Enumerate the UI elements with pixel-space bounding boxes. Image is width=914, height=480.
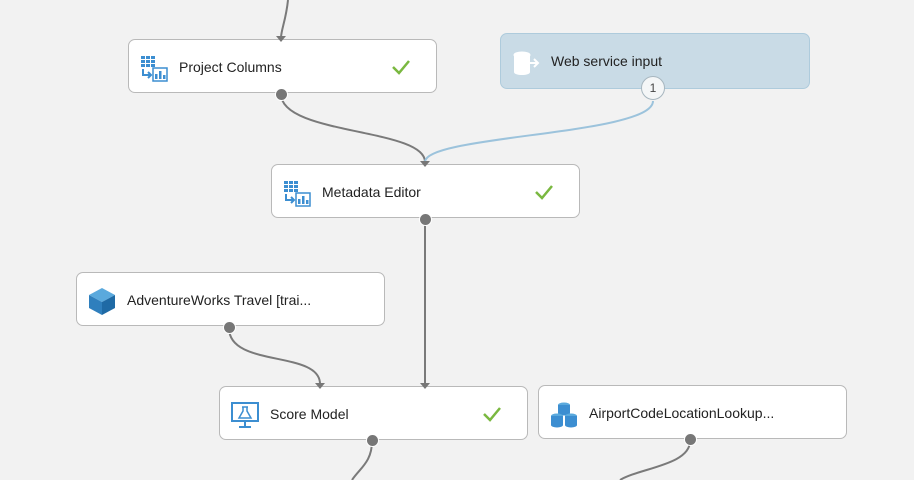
dataset-icon <box>551 402 577 428</box>
metadata-editor-icon <box>284 181 311 207</box>
wire-upstream-to-project-columns <box>280 0 289 39</box>
wire-airport-lookup-downstream <box>619 440 691 480</box>
score-model-output-port[interactable] <box>366 434 379 447</box>
trained-model-icon <box>89 288 115 315</box>
airport-lookup-module[interactable]: AirportCodeLocationLookup... <box>538 385 847 439</box>
adventureworks-module[interactable]: AdventureWorks Travel [trai... <box>76 272 385 326</box>
airport-lookup-output-port[interactable] <box>684 433 697 446</box>
wire-adventureworks-to-score-model <box>228 327 321 385</box>
project-columns-output-port[interactable] <box>275 88 288 101</box>
web-service-port-label: 1 <box>649 81 657 95</box>
score-model-label: Score Model <box>270 406 349 422</box>
metadata-editor-input-port[interactable] <box>420 161 430 167</box>
check-icon <box>483 407 501 422</box>
web-service-output-port[interactable]: 1 <box>641 76 665 100</box>
adventureworks-output-port[interactable] <box>223 321 236 334</box>
metadata-editor-output-port[interactable] <box>419 213 432 226</box>
airport-lookup-label: AirportCodeLocationLookup... <box>589 405 775 421</box>
score-model-module[interactable]: Score Model <box>219 386 528 440</box>
project-columns-icon <box>141 56 168 82</box>
adventureworks-label: AdventureWorks Travel [trai... <box>127 292 312 308</box>
metadata-editor-label: Metadata Editor <box>322 184 421 200</box>
check-icon <box>392 60 410 75</box>
check-icon <box>535 185 553 200</box>
score-model-icon <box>231 402 259 428</box>
project-columns-input-port[interactable] <box>276 36 286 42</box>
score-model-input-port-2[interactable] <box>420 383 430 389</box>
project-columns-module[interactable]: Project Columns <box>128 39 437 93</box>
score-model-input-port-1[interactable] <box>315 383 325 389</box>
project-columns-label: Project Columns <box>179 59 282 75</box>
wire-score-model-downstream <box>351 440 373 480</box>
web-service-input-icon <box>513 51 540 75</box>
web-service-input-label: Web service input <box>551 53 663 69</box>
wire-project-columns-to-metadata-editor <box>280 93 426 163</box>
metadata-editor-module[interactable]: Metadata Editor <box>271 164 580 218</box>
wire-web-service-to-metadata-editor <box>424 100 654 163</box>
